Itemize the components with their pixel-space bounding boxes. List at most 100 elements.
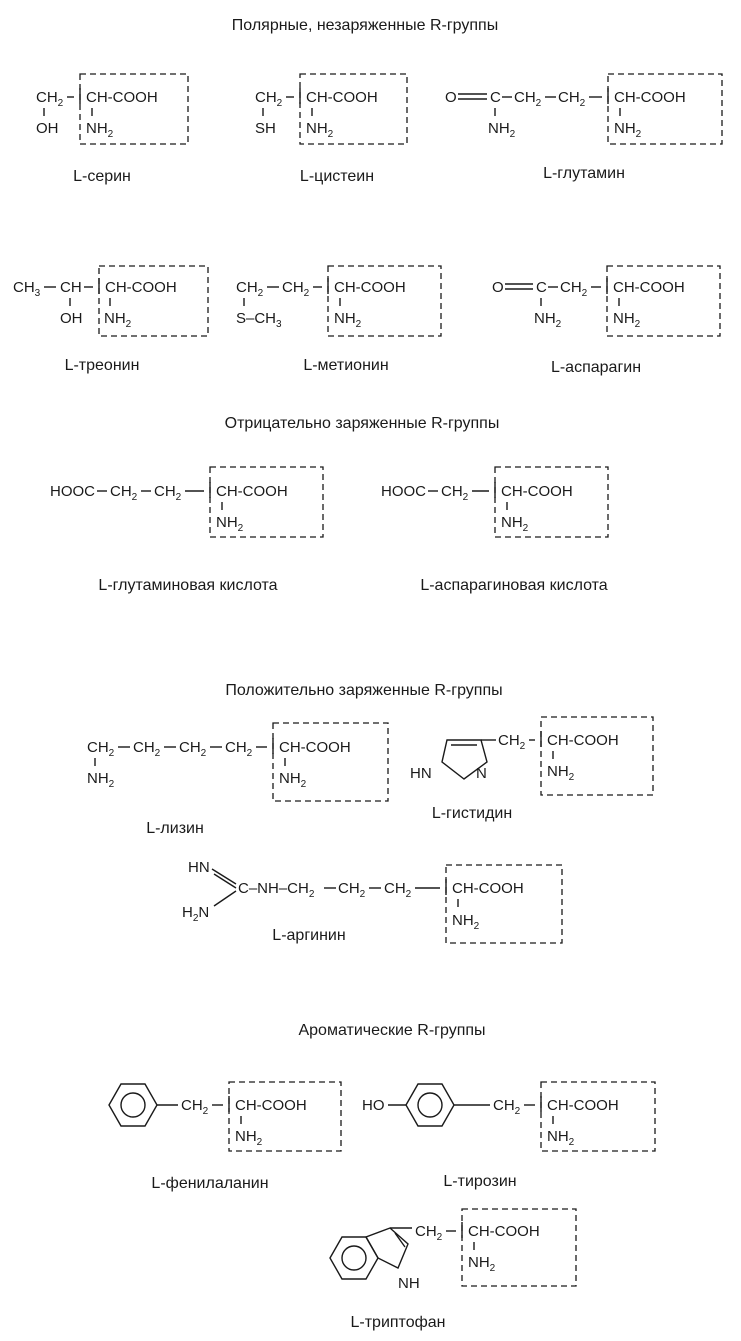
amino-acid-name: L-фенилаланин [151, 1175, 268, 1192]
svg-text:C: C [490, 89, 501, 106]
svg-text:NH2: NH2 [334, 310, 362, 330]
svg-text:HN: HN [410, 765, 432, 782]
svg-text:CH2: CH2 [493, 1097, 521, 1117]
benzene-ring [329, 1236, 379, 1280]
svg-text:CH2: CH2 [338, 880, 366, 900]
svg-text:NH2: NH2 [468, 1254, 496, 1274]
core-dashed-box [299, 73, 408, 145]
svg-text:CH2: CH2 [384, 880, 412, 900]
svg-text:C: C [536, 279, 547, 296]
svg-text:HN: HN [188, 859, 210, 876]
section-heading-negative: Отрицательно заряженные R-группы [225, 415, 500, 432]
svg-text:CH2: CH2 [110, 483, 138, 503]
svg-text:NH2: NH2 [87, 770, 115, 790]
svg-text:CH2: CH2 [236, 279, 264, 299]
svg-text:CH-COOH: CH-COOH [613, 279, 685, 296]
svg-text:SH: SH [255, 120, 276, 137]
svg-text:CH-COOH: CH-COOH [235, 1097, 307, 1114]
svg-text:CH2: CH2 [558, 89, 586, 109]
core-dashed-box [98, 265, 209, 337]
amino-acid-name: L-аспарагиновая кислота [420, 577, 607, 594]
amino-acid-name: L-метионин [303, 357, 388, 374]
amino-acid-name: L-лизин [146, 820, 204, 837]
svg-text:NH2: NH2 [86, 120, 114, 140]
core-dashed-box [228, 1081, 342, 1152]
svg-text:NH2: NH2 [279, 770, 307, 790]
benzene-ring [405, 1083, 455, 1127]
svg-text:NH2: NH2 [488, 120, 516, 140]
core-dashed-box [494, 466, 609, 538]
serine-structure: CH2 CH-COOH OH NH2 [36, 73, 189, 145]
imidazole-ring [441, 739, 488, 780]
section-heading-aromatic: Ароматические R-группы [298, 1022, 485, 1039]
core-dashed-box [327, 265, 442, 337]
svg-text:CH2: CH2 [498, 732, 526, 752]
svg-text:CH-COOH: CH-COOH [501, 483, 573, 500]
svg-text:CH2: CH2 [255, 89, 283, 109]
svg-text:CH2: CH2 [514, 89, 542, 109]
svg-text:NH2: NH2 [306, 120, 334, 140]
threonine-structure: CH3 CH CH-COOH OH NH2 [13, 265, 209, 337]
svg-text:CH2: CH2 [282, 279, 310, 299]
svg-text:CH-COOH: CH-COOH [279, 739, 351, 756]
svg-text:CH2: CH2 [179, 739, 207, 759]
core-dashed-box [461, 1208, 577, 1287]
svg-text:CH-COOH: CH-COOH [216, 483, 288, 500]
svg-text:OH: OH [60, 310, 83, 327]
svg-text:O: O [445, 89, 457, 106]
section-heading-positive: Положительно заряженные R-группы [225, 682, 502, 699]
svg-text:NH2: NH2 [104, 310, 132, 330]
svg-text:CH-COOH: CH-COOH [306, 89, 378, 106]
svg-text:CH2: CH2 [154, 483, 182, 503]
svg-text:NH2: NH2 [614, 120, 642, 140]
svg-text:CH-COOH: CH-COOH [105, 279, 177, 296]
tyrosine-structure: HO CH2 CH-COOH NH2 [362, 1081, 656, 1152]
svg-text:NH: NH [398, 1275, 420, 1292]
svg-text:CH-COOH: CH-COOH [334, 279, 406, 296]
benzene-ring [108, 1083, 158, 1127]
core-dashed-box [607, 73, 723, 145]
svg-text:S–CH3: S–CH3 [236, 310, 282, 330]
core-dashed-box [606, 265, 721, 337]
svg-text:CH-COOH: CH-COOH [86, 89, 158, 106]
aspartic-acid-structure: HOOC CH2 CH-COOH NH2 [381, 466, 609, 538]
amino-acid-name: L-цистеин [300, 168, 374, 185]
svg-text:CH-COOH: CH-COOH [452, 880, 524, 897]
glutamic-acid-structure: HOOC CH2 CH2 CH-COOH NH2 [50, 466, 324, 538]
svg-text:CH: CH [60, 279, 82, 296]
svg-text:CH2: CH2 [36, 89, 64, 109]
glutamine-structure: O C CH2 CH2 CH-COOH NH2 NH2 [445, 73, 723, 145]
svg-text:CH3: CH3 [13, 279, 41, 299]
svg-text:CH2: CH2 [225, 739, 253, 759]
amino-acid-name: L-тирозин [443, 1173, 516, 1190]
svg-text:CH-COOH: CH-COOH [547, 1097, 619, 1114]
svg-text:NH2: NH2 [613, 310, 641, 330]
svg-text:NH2: NH2 [452, 912, 480, 932]
core-dashed-box [445, 864, 563, 944]
svg-text:CH2: CH2 [181, 1097, 209, 1117]
core-dashed-box [540, 716, 654, 796]
svg-text:CH-COOH: CH-COOH [614, 89, 686, 106]
svg-text:CH2: CH2 [441, 483, 469, 503]
core-dashed-box [209, 466, 324, 538]
svg-text:NH2: NH2 [547, 1128, 575, 1148]
svg-text:H2N: H2N [182, 904, 209, 924]
svg-text:OH: OH [36, 120, 59, 137]
svg-text:NH2: NH2 [534, 310, 562, 330]
svg-text:CH-COOH: CH-COOH [468, 1223, 540, 1240]
svg-text:CH2: CH2 [133, 739, 161, 759]
svg-text:CH2: CH2 [415, 1223, 443, 1243]
svg-text:NH2: NH2 [501, 514, 529, 534]
svg-text:NH2: NH2 [216, 514, 244, 534]
svg-text:NH2: NH2 [235, 1128, 263, 1148]
svg-text:HOOC: HOOC [50, 483, 95, 500]
svg-text:CH2: CH2 [87, 739, 115, 759]
asparagine-structure: O C CH2 CH-COOH NH2 NH2 [492, 265, 721, 337]
arginine-structure: HN H2N C–NH–CH2 CH2 CH2 CH-COOH NH2 [182, 859, 563, 944]
core-dashed-box [540, 1081, 656, 1152]
tryptophan-structure: NH CH2 CH-COOH NH2 [329, 1208, 577, 1292]
phenylalanine-structure: CH2 CH-COOH NH2 [108, 1081, 342, 1152]
amino-acid-name: L-треонин [65, 357, 140, 374]
svg-text:N: N [476, 765, 487, 782]
